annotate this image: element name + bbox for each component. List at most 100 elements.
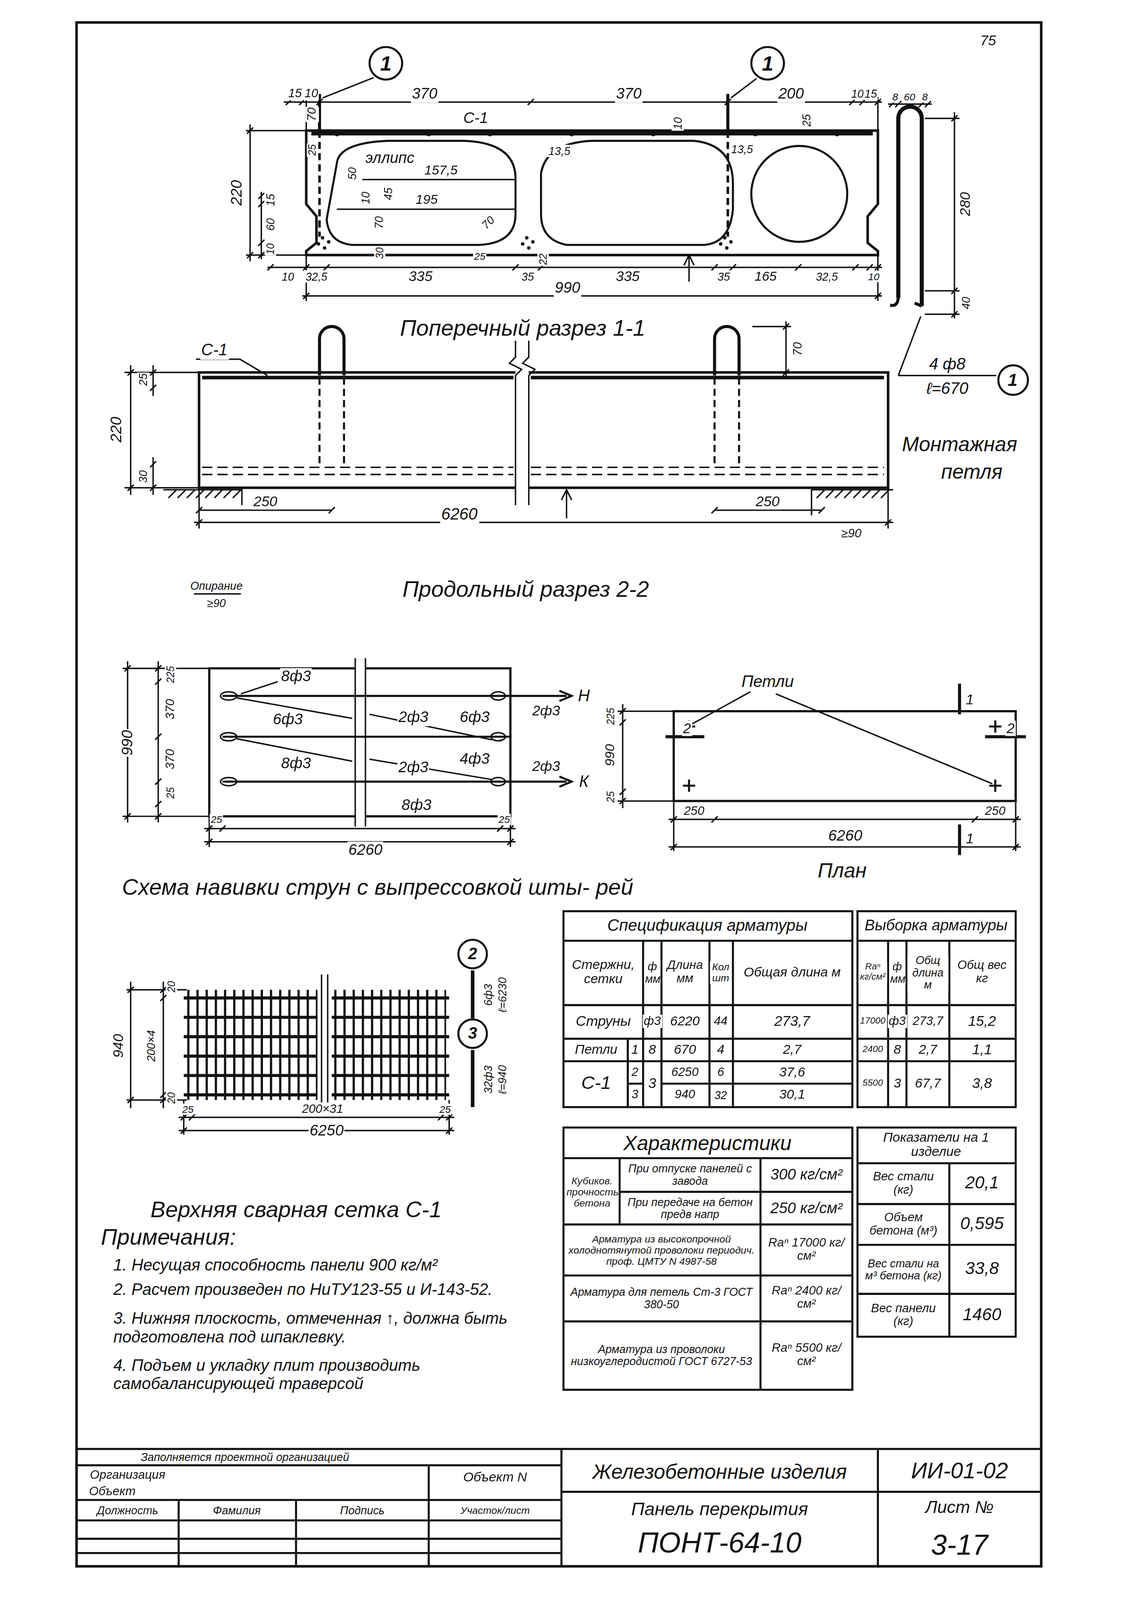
dimension-label: ≥90	[840, 527, 863, 541]
title-block-text: Должность	[95, 1504, 160, 1517]
callout-circle: 3	[457, 1018, 489, 1049]
dimension-label: 32ф3	[481, 1064, 495, 1095]
table-cell: Объем бетона (м³)	[860, 1211, 947, 1239]
dimension-label: Верхняя сварная сетка С-1	[149, 1197, 443, 1223]
dimension-label: 70	[791, 341, 805, 357]
dimension-label: 990	[603, 742, 618, 767]
title-block-text: Заполняется проектной организацией	[139, 1450, 351, 1464]
dimension-label: 200×4	[144, 1028, 158, 1063]
dimension-label: 22	[537, 252, 549, 267]
callout-number: 3	[468, 1025, 477, 1042]
title-block-text: Участок/лист	[459, 1504, 531, 1516]
dimension-label: 10	[280, 270, 296, 283]
dimension-label: 370	[163, 747, 178, 771]
dimension-label: Продольный разрез 2-2	[401, 577, 651, 603]
dimension-label: 8	[921, 91, 929, 103]
dimension-label: Н	[576, 687, 591, 705]
title-block-text: Панель перекрытия	[630, 1500, 810, 1521]
dimension-label: 335	[614, 268, 641, 285]
dimension-label: Петли	[740, 672, 795, 691]
table-cell: Общ длина м	[907, 953, 949, 991]
dimension-label: 2ф3	[397, 708, 430, 726]
dimension-label: 250	[252, 494, 279, 510]
dimension-label: 280	[957, 190, 974, 217]
dimension-label: 4ф3	[458, 750, 491, 768]
dimension-label: 200	[777, 85, 805, 103]
table-cell: Стержни, сетки	[566, 957, 640, 988]
dimension-label: 25	[438, 1103, 452, 1115]
dimension-label: 6ф3	[458, 708, 491, 726]
table-cell: Общая длина м	[734, 965, 850, 980]
table-cell: 3	[892, 1076, 902, 1092]
table-cell: Вес стали на м³ бетона (кг)	[860, 1257, 947, 1283]
table-cell: 300 кг/см²	[762, 1166, 851, 1184]
dimension-label: 60	[902, 91, 917, 103]
note-text: 2. Расчет произведен по НиТУ123-55 и И-1…	[112, 1280, 552, 1299]
dimension-label: 45	[381, 186, 395, 202]
plan-view	[617, 683, 1026, 856]
dimension-label: 13,5	[547, 144, 572, 158]
table-cell: Показатели на 1 изделие	[861, 1130, 1010, 1160]
dimension-label: 50	[345, 166, 359, 181]
table-cell: 3	[647, 1076, 658, 1092]
dimension-label: 370	[163, 698, 178, 721]
table-cell: 17000	[858, 1016, 887, 1027]
dimension-label: Монтажная	[901, 432, 1019, 456]
table-cell: Арматура из высокопрочной холоднотянутой…	[566, 1233, 757, 1268]
dimension-label: 220	[107, 415, 125, 444]
dimension-label: ℓ=940	[496, 1064, 509, 1096]
table-cell: ф3	[887, 1014, 907, 1029]
dimension-label: 75	[979, 32, 997, 49]
table-cell: 670	[672, 1042, 697, 1058]
dimension-label: 940	[110, 1032, 127, 1059]
dimension-label: Опирание	[189, 579, 244, 592]
title-block-text: Железобетонные изделия	[591, 1460, 848, 1483]
dimension-label: 250	[683, 804, 706, 819]
title-block-text: 3-17	[929, 1530, 989, 1562]
table-cell: 2400	[861, 1044, 885, 1056]
dimension-label: 8ф3	[280, 667, 313, 685]
title-block-text: Объект	[87, 1485, 137, 1499]
table-cell: Вес стали (кг)	[860, 1170, 947, 1198]
dimension-label: 15	[287, 87, 303, 101]
dimension-label: План	[816, 859, 868, 882]
table-cell: При отпуске панелей с завода	[622, 1162, 758, 1188]
tables	[563, 911, 1016, 1391]
dimension-label: 40	[959, 295, 973, 311]
dimension-label: 30	[373, 246, 386, 260]
table-cell: При передаче на бетон предв напр	[622, 1195, 758, 1221]
table-cell: 37,6	[778, 1065, 807, 1081]
dimension-label: 10	[671, 116, 684, 132]
dimension-label: 4 ф8	[928, 355, 967, 374]
dimension-label: 165	[753, 269, 778, 284]
dimension-label: 335	[407, 268, 434, 285]
dimension-label: 15	[863, 87, 878, 101]
strand-scheme	[122, 658, 572, 847]
dimension-label: Поперечный разрез 1-1	[398, 316, 647, 342]
table-cell: Кол шт	[710, 961, 732, 985]
dimension-label: 15	[264, 192, 277, 208]
dimension-label: петля	[940, 460, 1004, 483]
table-cell: Raⁿ кг/см²	[858, 962, 887, 983]
dimension-label: 6260	[440, 505, 479, 524]
dimension-label: 35	[520, 270, 536, 283]
dimension-label: 2ф3	[531, 703, 561, 719]
title-block-text: Подпись	[339, 1504, 386, 1517]
callout-circle: 2	[457, 938, 489, 970]
table-cell: 8	[647, 1042, 657, 1058]
dimension-label: 225	[164, 664, 176, 684]
dimension-label: 20	[166, 1091, 178, 1105]
callout-number: 1	[1007, 370, 1018, 389]
table-cell: 3,8	[971, 1076, 993, 1092]
table-cell: 3	[630, 1088, 640, 1102]
dimension-label: ℓ=6230	[496, 976, 509, 1014]
table-cell: Арматура для петель Ст-3 ГОСТ 380-50	[566, 1285, 757, 1311]
dimension-label: ≥90	[206, 596, 227, 610]
welded-mesh	[126, 970, 473, 1135]
table-cell: 273,7	[773, 1013, 811, 1029]
dimension-label: 60	[264, 217, 277, 232]
dimension-label: 8	[891, 91, 899, 103]
callout-number: 2	[468, 945, 477, 963]
dimension-label: 10	[359, 190, 372, 206]
title-block-text: ИИ-01-02	[909, 1459, 1009, 1485]
